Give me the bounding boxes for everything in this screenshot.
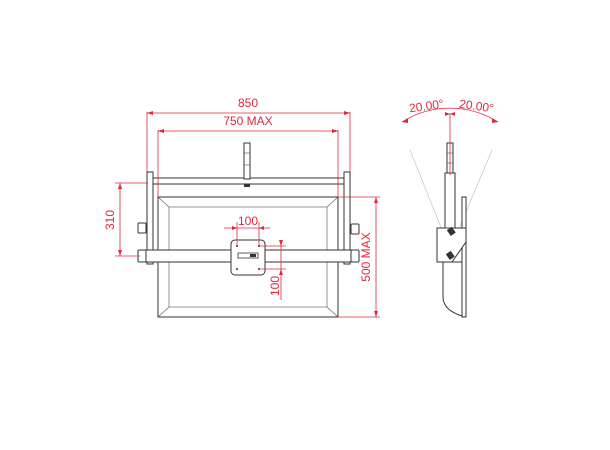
- dim-310: 310: [103, 210, 117, 230]
- dim-100-vertical: 100: [268, 276, 282, 296]
- side-panel: [442, 261, 463, 317]
- side-bracket: [436, 227, 467, 263]
- side-post: [444, 172, 456, 234]
- right-post: [343, 171, 351, 265]
- dim-850: 850: [238, 96, 258, 110]
- dim-750-max: 750 MAX: [223, 114, 272, 128]
- front-dimensions: 850 750 MAX 310 100 100 5: [103, 96, 380, 318]
- tilt-dimensions: 20.00° 20.00°: [401, 97, 499, 175]
- right-knob-lower[interactable]: [350, 249, 360, 263]
- spigot: [243, 142, 251, 180]
- front-view: [137, 142, 360, 318]
- side-back-bar: [461, 196, 467, 318]
- left-post: [146, 171, 154, 265]
- side-hinge-upper[interactable]: [446, 226, 456, 236]
- side-hinge-lower[interactable]: [445, 250, 455, 260]
- tilt-right-angle: 20.00°: [458, 97, 495, 116]
- dim-100-horizontal: 100: [238, 214, 258, 228]
- right-knob-upper[interactable]: [350, 223, 360, 235]
- dim-500-max: 500 MAX: [359, 232, 373, 281]
- left-knob-upper[interactable]: [137, 222, 147, 234]
- tilt-left-angle: 20.00°: [408, 97, 445, 116]
- side-view: [409, 142, 493, 318]
